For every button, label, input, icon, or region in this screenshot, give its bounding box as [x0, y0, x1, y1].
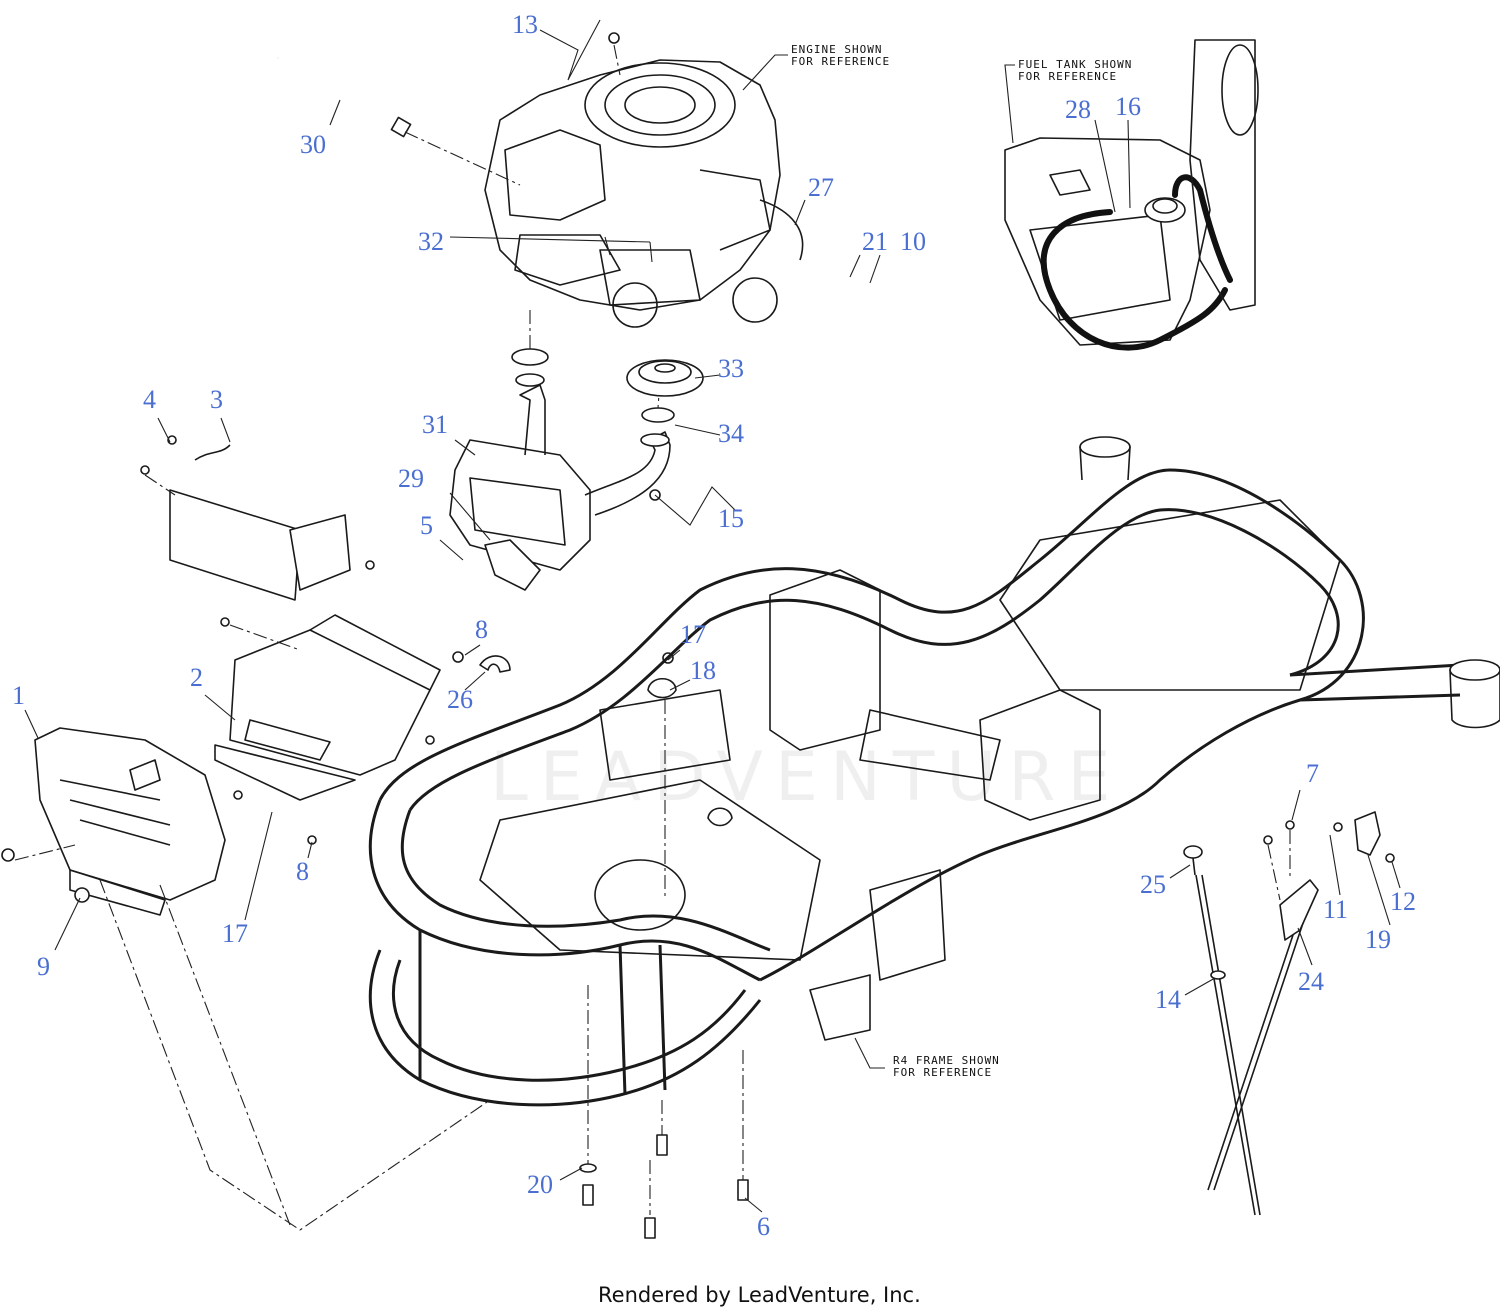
leader-lines: [24, 54, 1401, 1213]
callout-29: 29: [398, 464, 424, 493]
callout-15: 15: [718, 504, 744, 533]
callout-33: 33: [718, 354, 744, 383]
muffler-assembly: [449, 310, 675, 591]
callout-14: 14: [1155, 985, 1181, 1014]
frame-hardware: [579, 985, 749, 1239]
callout-26: 26: [447, 685, 473, 714]
callout-25: 25: [1140, 870, 1166, 899]
callout-32: 32: [418, 227, 444, 256]
engine-illustration: [484, 59, 804, 328]
engine-note-line-2: FOR REFERENCE: [791, 55, 890, 68]
pulley-part: [626, 359, 704, 397]
callout-numbers: 13 30 32 27 21 10 28 16 33 34 4 3 31 29 …: [12, 10, 1416, 1241]
callout-31: 31: [422, 410, 448, 439]
callout-34: 34: [718, 419, 744, 448]
callout-24: 24: [1298, 967, 1324, 996]
callout-6: 6: [757, 1212, 770, 1241]
callout-12: 12: [1390, 887, 1416, 916]
control-cables: [1183, 811, 1395, 1216]
callout-28: 28: [1065, 95, 1091, 124]
fuel-tank-inset: [1004, 39, 1259, 351]
callout-1: 1: [12, 681, 25, 710]
callout-8-upper: 8: [475, 615, 488, 644]
callout-16: 16: [1115, 92, 1141, 121]
callout-19: 19: [1365, 925, 1391, 954]
callout-21: 21: [862, 227, 888, 256]
bolt-13-part: [539, 19, 621, 81]
reference-notes: ENGINE SHOWN FOR REFERENCE FUEL TANK SHO…: [791, 43, 1132, 1079]
frame-note-line-1: R4 FRAME SHOWN: [893, 1054, 1000, 1067]
callout-18: 18: [690, 656, 716, 685]
callout-8-lower: 8: [296, 857, 309, 886]
callout-13: 13: [512, 10, 538, 39]
callout-7: 7: [1306, 759, 1319, 788]
heat-guard-plate: [1, 727, 491, 1231]
oil-line-part: [277, 56, 521, 186]
frame-illustration: [368, 436, 1500, 1107]
footer-credit: Rendered by LeadVenture, Inc.: [598, 1283, 921, 1307]
callout-17-lower: 17: [222, 919, 248, 948]
watermark: LEADVENTURE: [490, 738, 1122, 817]
callout-10: 10: [900, 227, 926, 256]
callout-5: 5: [420, 511, 433, 540]
callout-4: 4: [143, 385, 156, 414]
callout-9: 9: [37, 952, 50, 981]
callout-30: 30: [300, 130, 326, 159]
frame-note-line-2: FOR REFERENCE: [893, 1066, 992, 1079]
callout-2: 2: [190, 663, 203, 692]
callout-11: 11: [1323, 895, 1348, 924]
callout-17-upper: 17: [680, 620, 706, 649]
callout-27: 27: [808, 173, 834, 202]
fuel-tank-note-line-2: FOR REFERENCE: [1018, 70, 1117, 83]
callout-20: 20: [527, 1170, 553, 1199]
fuel-tank-note-line-1: FUEL TANK SHOWN: [1018, 58, 1132, 71]
heat-shield-cover: [140, 435, 375, 601]
shield-bracket: [214, 614, 441, 845]
callout-3: 3: [210, 385, 223, 414]
engine-note-line-1: ENGINE SHOWN: [791, 43, 882, 56]
